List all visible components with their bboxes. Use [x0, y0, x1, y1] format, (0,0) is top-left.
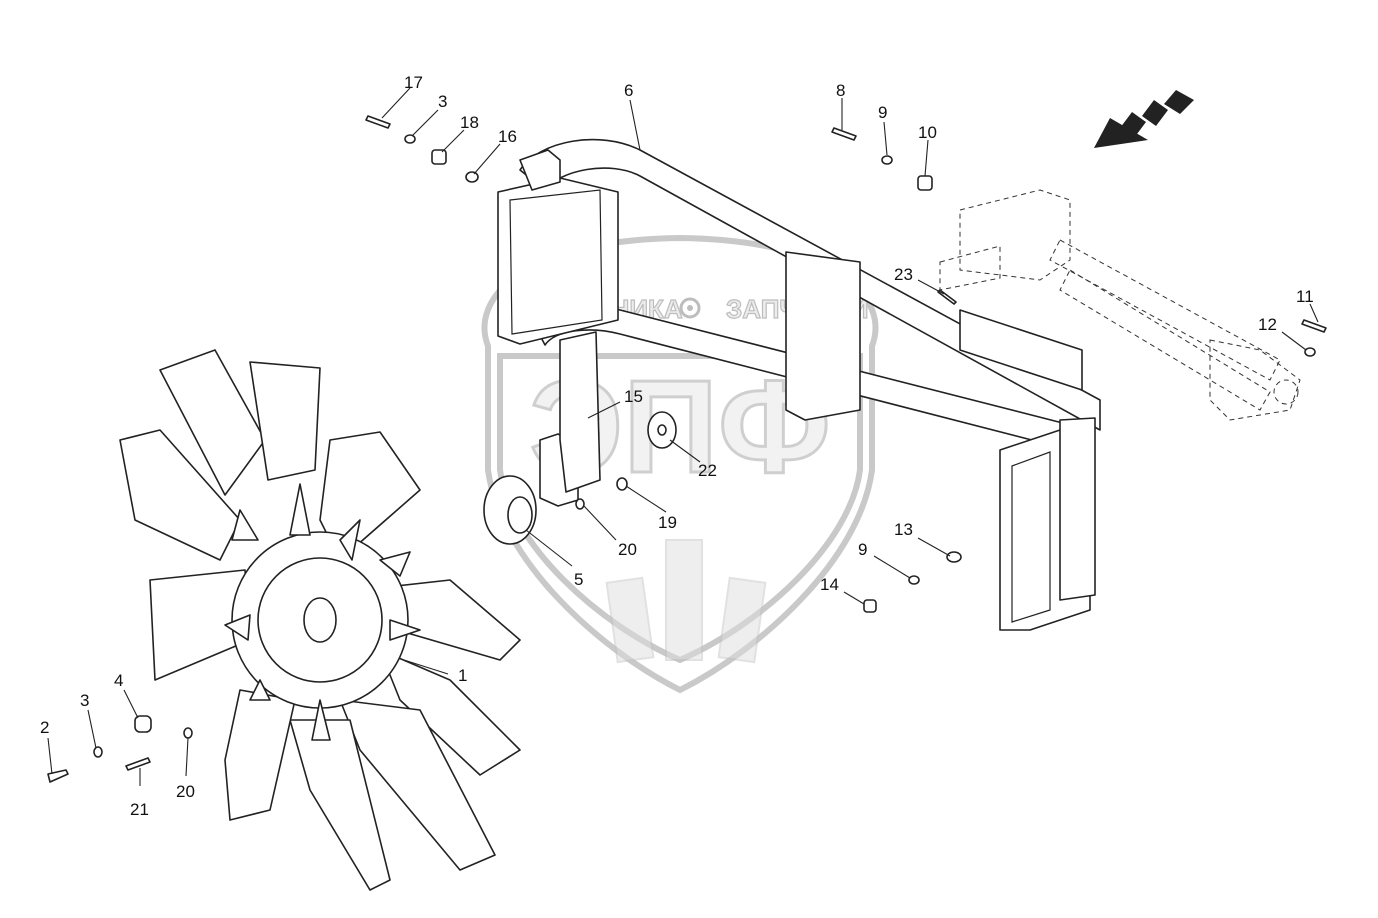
part-16-washer	[465, 171, 479, 183]
callout-9: 9	[878, 103, 887, 122]
part-22-washer	[647, 411, 677, 449]
part-21-bolt	[125, 757, 151, 771]
callout-15: 15	[624, 387, 643, 406]
callout-19: 19	[658, 513, 677, 532]
part-19-nut	[616, 477, 628, 491]
callout-22: 22	[698, 461, 717, 480]
callout-14: 14	[820, 575, 839, 594]
callout-16: 16	[498, 127, 517, 146]
part-12-washer	[1304, 347, 1316, 357]
part-20-washer-top	[575, 498, 585, 510]
gear-icon	[679, 297, 701, 319]
callout-13: 13	[894, 520, 913, 539]
gearbox-assembly	[939, 189, 1301, 421]
part-5-hub	[483, 475, 537, 545]
part-3-washer-bottom	[93, 746, 103, 758]
callout-labels: 17 3 18 16 6 8 9 10 23 11 12 15 22 19 20…	[40, 73, 1314, 819]
callout-20-top: 20	[618, 540, 637, 559]
part-3-washer-top	[404, 134, 416, 144]
callout-3: 3	[438, 92, 447, 111]
callout-21: 21	[130, 800, 149, 819]
part-14-nut	[863, 599, 877, 613]
callout-1: 1	[458, 666, 467, 685]
callout-17: 17	[404, 73, 423, 92]
part-13-washer	[946, 551, 962, 563]
watermark-wheat-icon	[605, 539, 767, 664]
direction-arrow-icon	[1094, 90, 1194, 148]
callout-10: 10	[918, 123, 937, 142]
callout-12: 12	[1258, 315, 1277, 334]
part-11-bolt	[1301, 319, 1327, 333]
part-20-washer-bottom	[183, 727, 193, 739]
frame-part-6	[497, 138, 1101, 631]
callout-6: 6	[624, 81, 633, 100]
callout-18: 18	[460, 113, 479, 132]
fan-part-1	[119, 349, 521, 891]
callout-11: 11	[1296, 287, 1314, 306]
part-9-washer-bottom	[908, 575, 920, 585]
callout-9-bottom: 9	[858, 540, 867, 559]
part-4-spacer	[134, 715, 152, 733]
part-2-bolt	[47, 769, 69, 783]
callout-4: 4	[114, 671, 123, 690]
callout-20-bottom: 20	[176, 782, 195, 801]
callout-2: 2	[40, 718, 49, 737]
callout-3-bottom: 3	[80, 691, 89, 710]
callout-5: 5	[574, 570, 583, 589]
callout-23: 23	[894, 265, 913, 284]
leader-lines	[47, 87, 1319, 786]
part-17-bolt	[365, 115, 391, 129]
part-8-bolt	[831, 127, 857, 141]
part-9-washer-top	[881, 155, 893, 165]
part-10-nut	[917, 175, 933, 191]
part-18-spacer	[431, 149, 447, 165]
callout-8: 8	[836, 81, 845, 100]
